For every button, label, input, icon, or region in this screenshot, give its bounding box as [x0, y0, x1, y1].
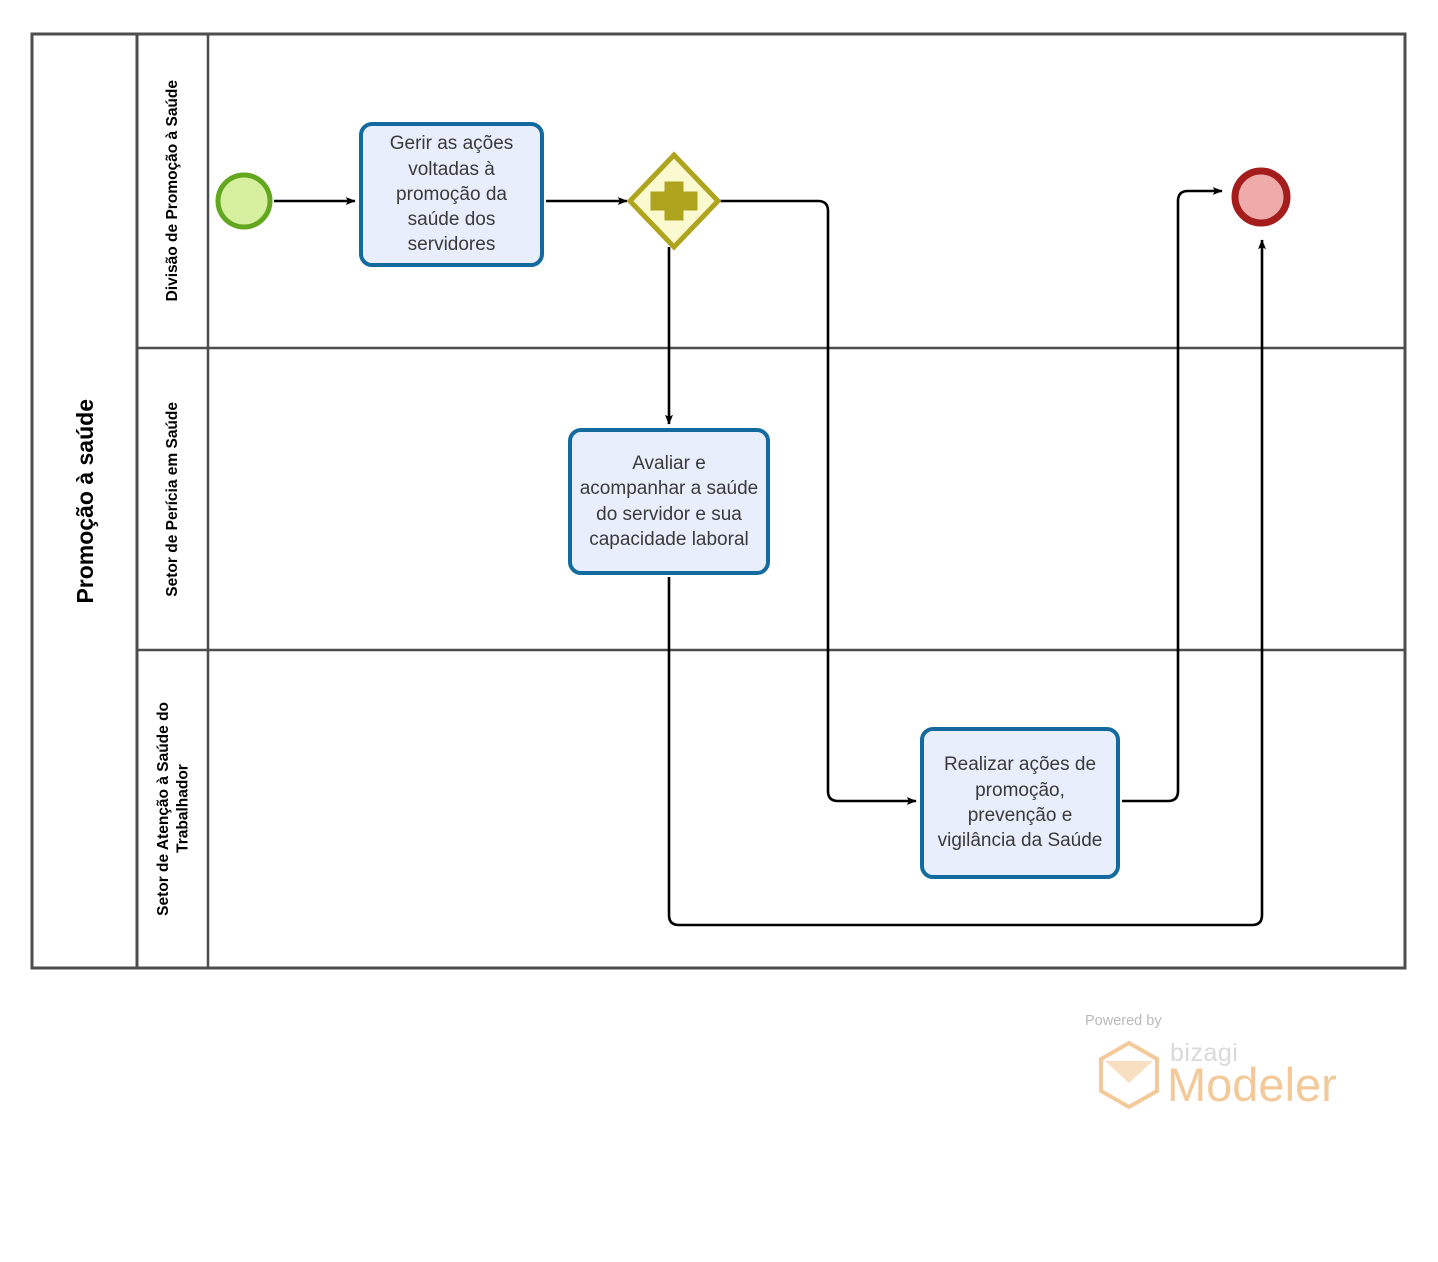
flow-realizar-to-end [1122, 187, 1223, 803]
parallel-gateway[interactable] [626, 151, 722, 251]
task-avaliar-acompanhar-saude-servidor[interactable]: Avaliar e acompanhar a saúde do servidor… [568, 428, 770, 575]
task-label: Avaliar e acompanhar a saúde do servidor… [579, 452, 759, 550]
modeler-wordmark: Modeler [1167, 1058, 1337, 1111]
powered-by-label: Powered by [1085, 1013, 1162, 1029]
plus-icon [650, 181, 698, 221]
flow-gateway-to-realizar [720, 199, 917, 805]
start-event[interactable] [215, 172, 273, 230]
bizagi-wordmark: bizagi [1170, 1039, 1239, 1067]
task-gerir-acoes-promocao-saude[interactable]: Gerir as ações voltadas à promoção da sa… [359, 122, 544, 267]
task-label: Realizar ações de promoção, prevenção e … [937, 754, 1103, 852]
end-event[interactable] [1231, 167, 1291, 227]
flow-avaliar-to-end [667, 239, 1266, 927]
pool-frame [30, 32, 1407, 970]
task-label: Gerir as ações voltadas à promoção da sa… [389, 133, 514, 256]
task-realizar-acoes-promocao-prevencao-vigilancia[interactable]: Realizar ações de promoção, prevenção e … [920, 727, 1120, 879]
